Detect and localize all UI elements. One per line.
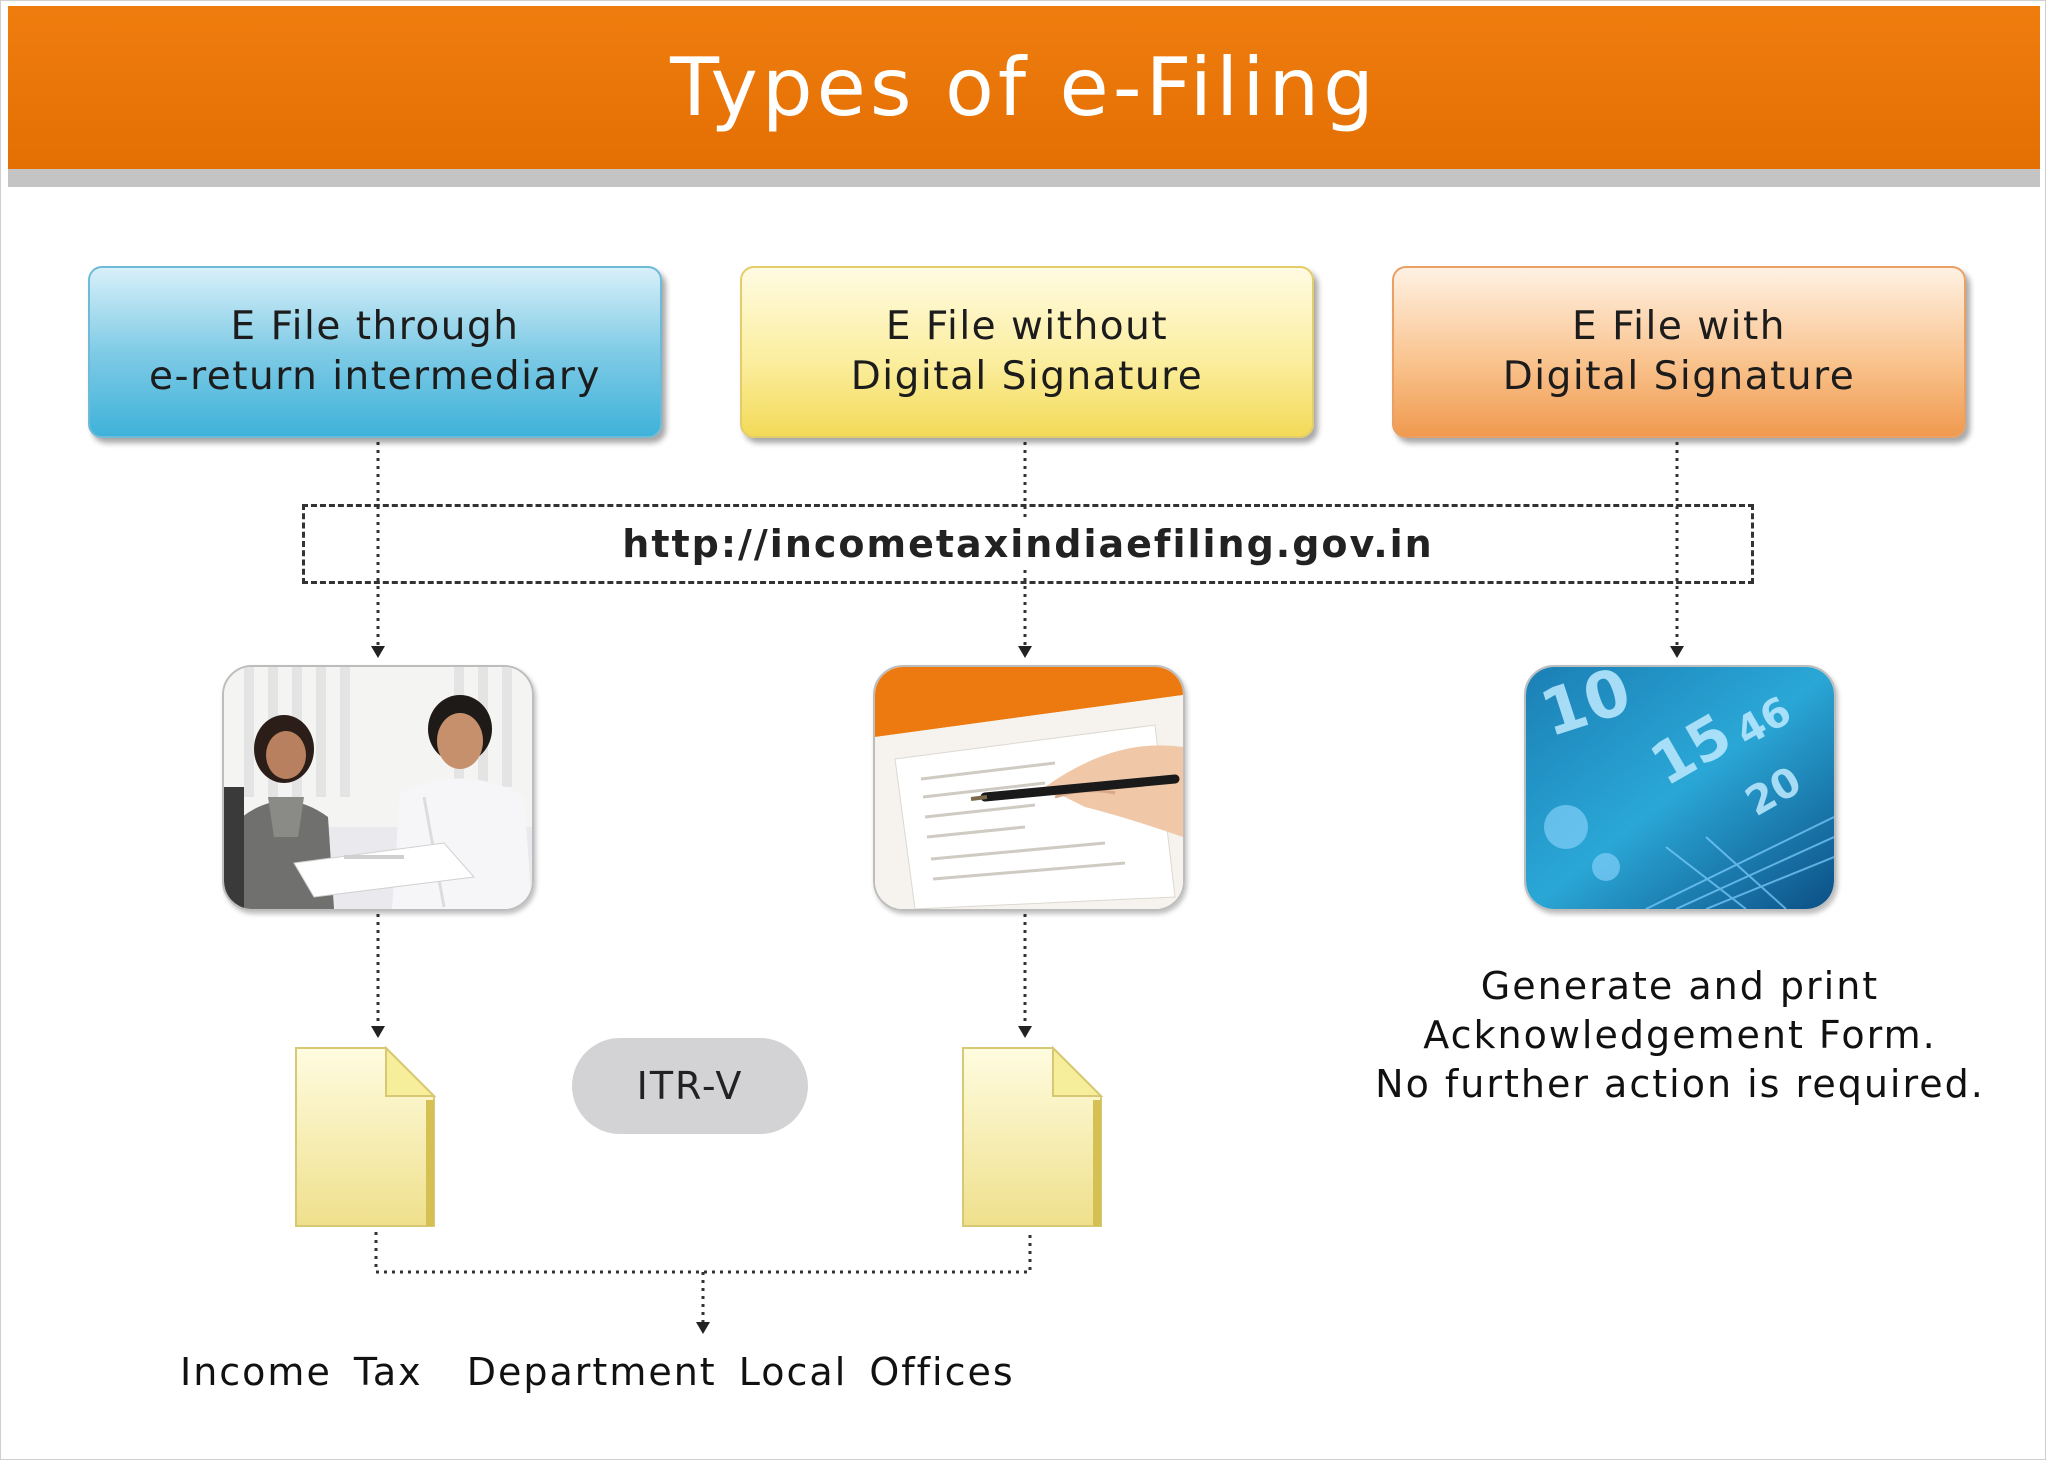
- type-label-intermediary: E File through e-return intermediary: [149, 304, 601, 399]
- type-label-with-signature: E File with Digital Signature: [1502, 304, 1856, 399]
- itr-v-badge: ITR-V: [572, 1038, 808, 1134]
- type-box-with-signature: E File with Digital Signature: [1392, 266, 1966, 438]
- destination-label: Income Tax Department Local Offices: [180, 1350, 1015, 1394]
- connector-docs-merge: [374, 1232, 1032, 1274]
- digital-numbers-photo: 10 15 46 20: [1524, 665, 1836, 911]
- people-meeting-photo: [222, 665, 534, 911]
- type-box-without-signature: E File without Digital Signature: [740, 266, 1314, 438]
- page-title: Types of e-Filing: [670, 41, 1378, 134]
- title-bar: [8, 6, 2040, 169]
- acknowledgement-text: Generate and print Acknowledgement Form.…: [1375, 964, 1985, 1106]
- type-label-without-signature: E File without Digital Signature: [850, 304, 1204, 399]
- signing-document-photo: [873, 665, 1185, 911]
- type-box-intermediary: E File through e-return intermediary: [88, 266, 662, 438]
- document-icon-intermediary: [290, 1044, 440, 1230]
- document-icon-without-signature: [957, 1044, 1107, 1230]
- url-box: http://incometaxindiaefiling.gov.in: [302, 504, 1754, 584]
- url-text: http://incometaxindiaefiling.gov.in: [618, 522, 1438, 566]
- title-underline: [8, 169, 2040, 187]
